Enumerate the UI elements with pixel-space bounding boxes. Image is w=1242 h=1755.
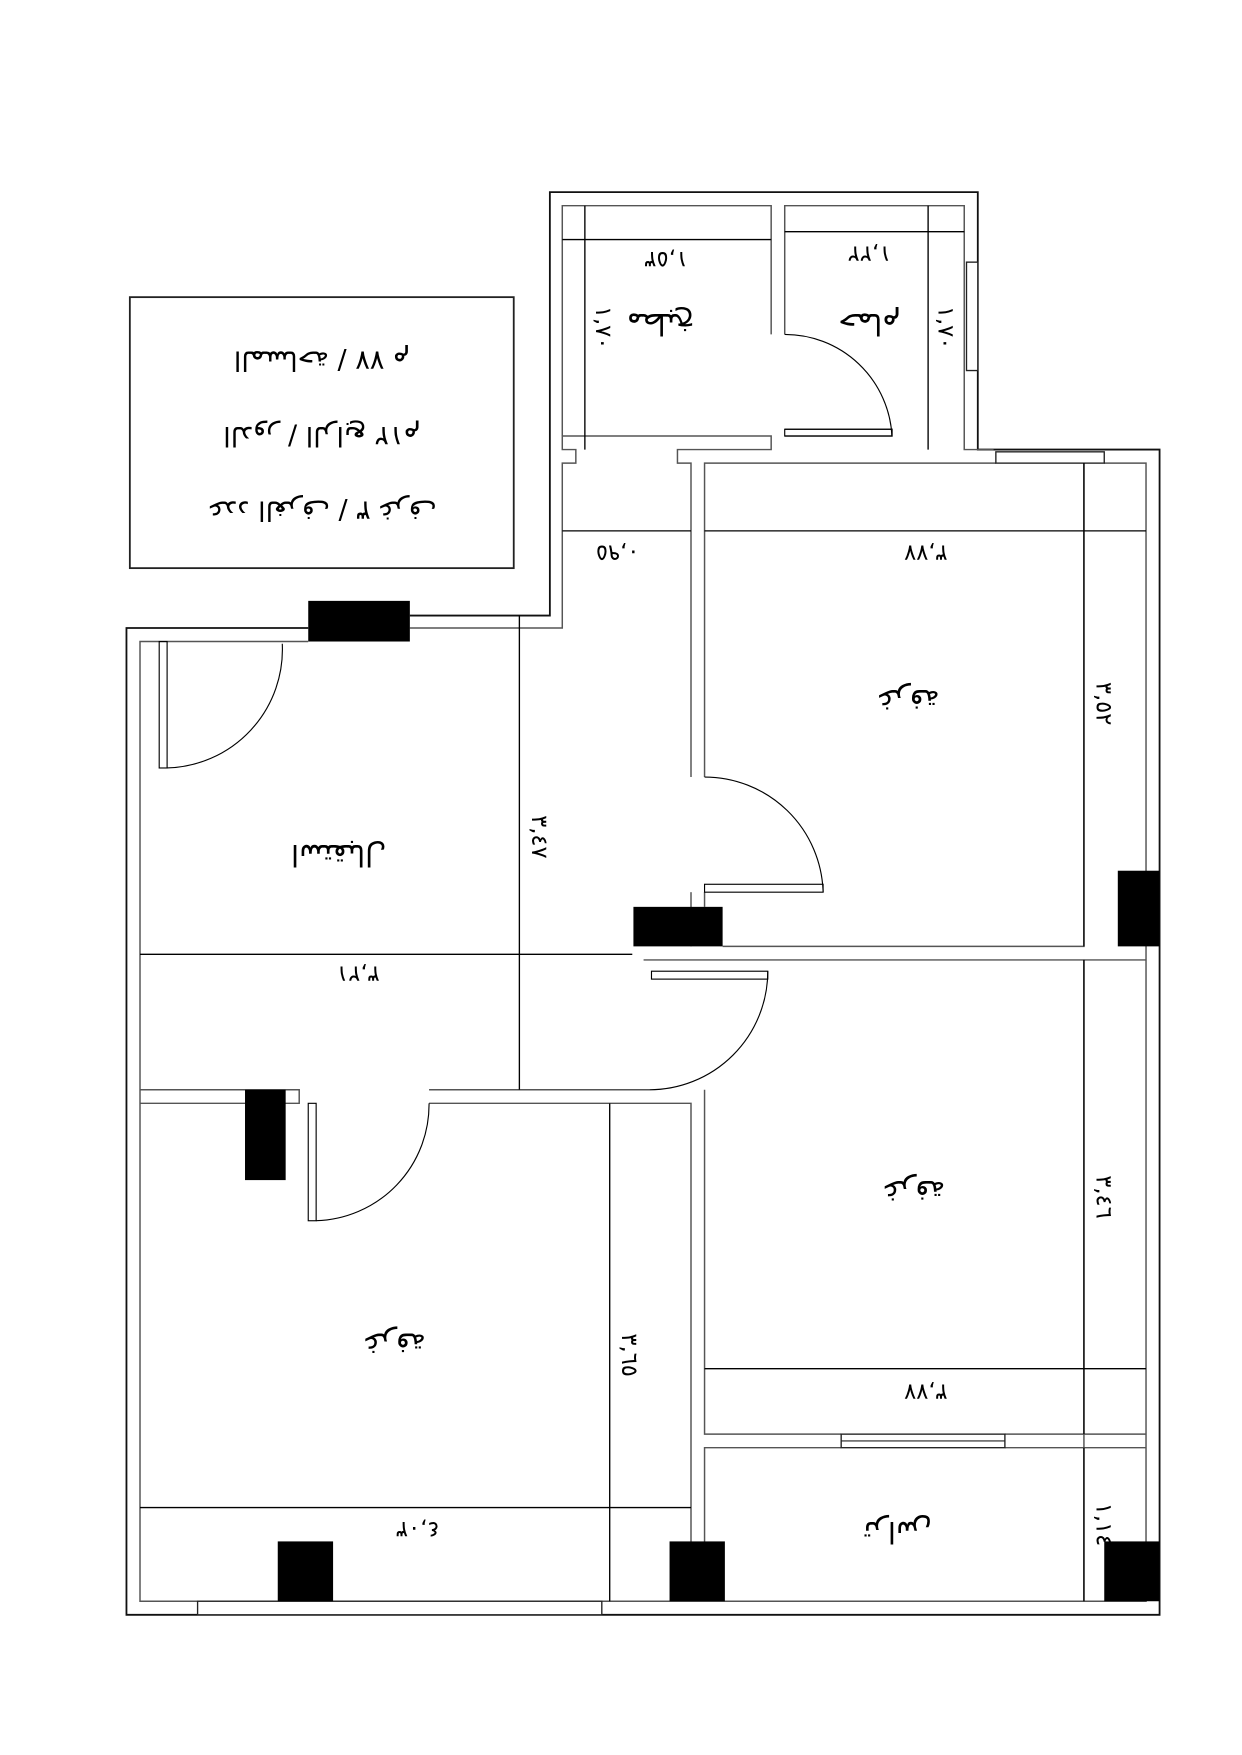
dim-bottom-left-depth: ٣,٦٥ <box>616 1333 642 1377</box>
dim-bath-depth: ١,٧٠ <box>932 306 958 350</box>
room-label-kitchen: مطبخ <box>627 307 695 341</box>
outer-walls <box>125 191 1161 1616</box>
room-label-bathroom: حمام <box>838 307 900 341</box>
room-label-bedroom-top-right: غرفة <box>878 683 939 717</box>
info-line-2: الدور / الرابع ١٢م <box>223 420 420 451</box>
interior-walls <box>140 463 1147 1602</box>
dim-reception-depth: ٣,٤٧ <box>526 815 552 859</box>
dim-middle-right-depth: ٣,٤٦ <box>1090 1175 1116 1219</box>
room-label-bedroom-bottom-left: غرفة <box>365 1327 426 1361</box>
dim-corridor-width: ٠,٩٥ <box>596 540 640 566</box>
windows <box>196 261 1105 1616</box>
dim-bottom-left-width: ٤,٠٣ <box>396 1516 440 1542</box>
dimension-labels: ١,٥٣ ١,٧٠ ١,٢٢ ١,٧٠ ٠,٩٥ ٣,٧٧ ٣,٥٢ ٣,٤٧ … <box>336 240 1116 1546</box>
info-line-3: عدد الغرف / ٣ غرف <box>207 495 437 526</box>
dim-reception-width: ٣,٢١ <box>336 961 380 987</box>
room-label-reception: استقبال <box>291 838 387 872</box>
dimension-lines <box>140 205 1147 1602</box>
info-box: المساحة / ٧٧ م الدور / الرابع ١٢م عدد ال… <box>128 296 515 570</box>
dim-kitchen-width: ١,٥٣ <box>644 246 688 272</box>
dim-top-right-depth: ٣,٥٢ <box>1090 682 1116 726</box>
dim-top-right-width: ٣,٧٧ <box>904 540 948 566</box>
doors <box>158 333 893 1222</box>
room-label-bedroom-middle-right: غرفة <box>884 1174 945 1208</box>
info-line-1: المساحة / ٧٧ م <box>234 344 410 375</box>
dim-terrace-depth: ١,١٤ <box>1090 1503 1116 1547</box>
dim-kitchen-depth: ١,٧٠ <box>590 306 616 350</box>
room-label-terrace: تراس <box>863 1515 931 1549</box>
room-labels: مطبخ حمام استقبال غرفة غرفة غرفة تراس <box>291 307 945 1549</box>
columns <box>245 600 1160 1602</box>
dim-middle-right-width: ٣,٧٧ <box>904 1378 948 1404</box>
dim-bath-width: ١,٢٢ <box>848 240 892 266</box>
